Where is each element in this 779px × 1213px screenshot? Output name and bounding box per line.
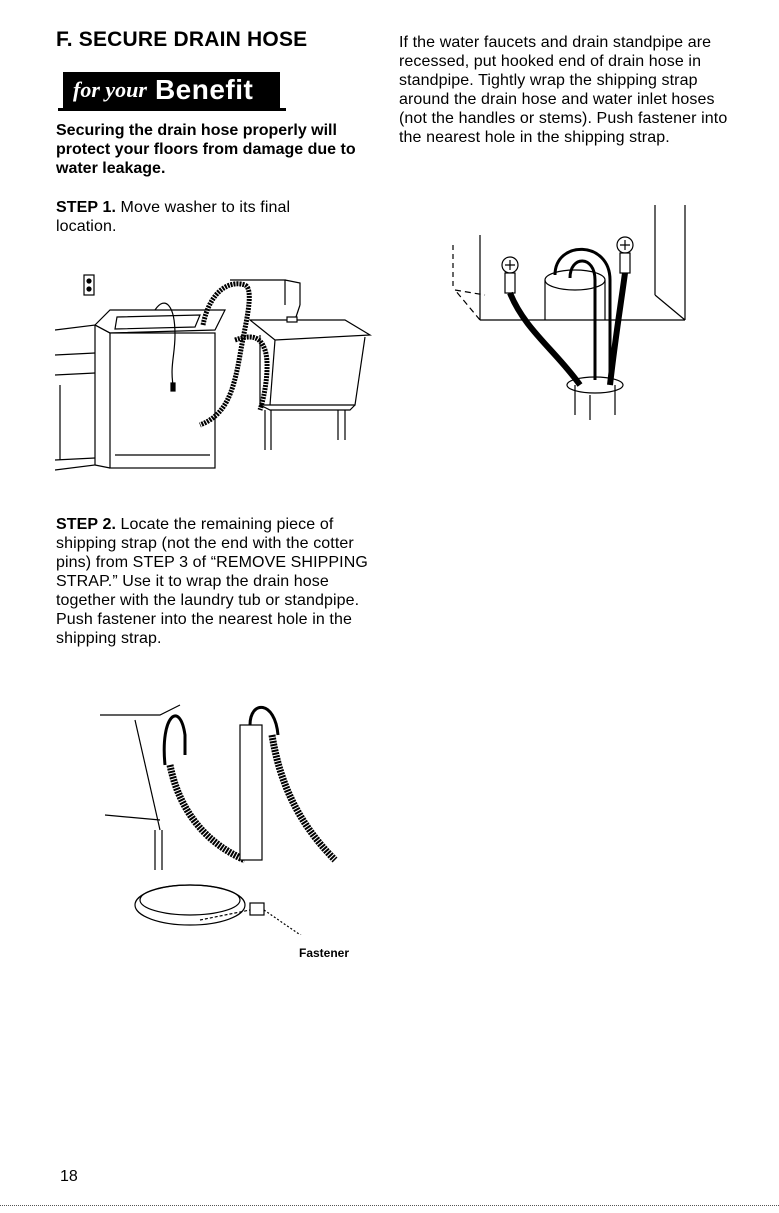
step-2-label: STEP 2.	[56, 516, 116, 533]
washer-laundry-tub-illustration	[55, 274, 372, 471]
page-number: 18	[60, 1168, 78, 1185]
recessed-instructions: If the water faucets and drain standpipe…	[399, 34, 728, 146]
section-heading: F. SECURE DRAIN HOSE	[56, 28, 308, 51]
step-2-body: Locate the remaining piece of shipping s…	[56, 516, 368, 647]
step-2-text: STEP 2. Locate the remaining piece of sh…	[56, 515, 376, 648]
step-1-label: STEP 1.	[56, 199, 116, 216]
step-1-body: Move washer to its final location.	[56, 199, 291, 235]
step-1-text: STEP 1. Move washer to its final locatio…	[56, 198, 346, 236]
benefit-text: Securing the drain hose properly will pr…	[56, 122, 356, 177]
recessed-standpipe-illustration	[452, 205, 686, 420]
page-bottom-border	[0, 1205, 779, 1206]
badge-word: Benefit	[154, 74, 254, 105]
fastener-callout-label: Fastener	[299, 946, 350, 960]
shipping-strap-fastener-illustration	[100, 704, 338, 935]
badge-underline	[58, 108, 286, 111]
badge-prefix: for your	[73, 77, 147, 102]
for-your-benefit-badge: for your Benefit	[63, 72, 280, 108]
